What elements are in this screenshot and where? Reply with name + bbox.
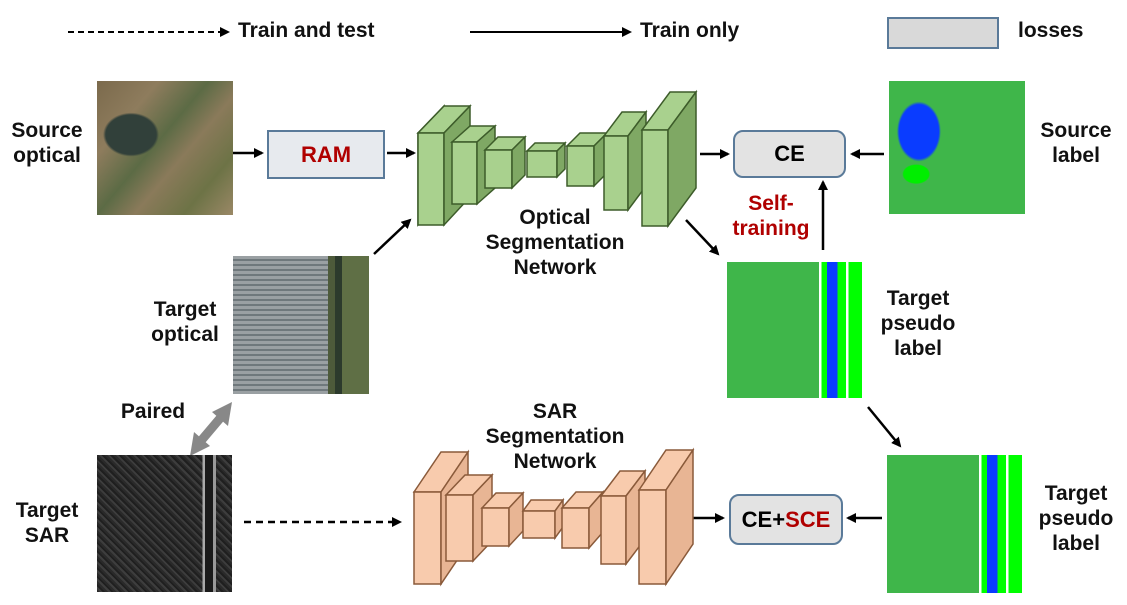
legend-box-label: losses xyxy=(1018,19,1084,42)
target-pseudo-label-image-2 xyxy=(887,455,1022,593)
arrow-target-optical-to-net xyxy=(373,218,412,255)
arrow-net-to-pseudo xyxy=(685,219,720,256)
arrow-pseudo-to-pseudo xyxy=(867,406,902,448)
ram-box: RAM xyxy=(267,130,385,179)
ram-label: RAM xyxy=(300,141,352,167)
legend-loss-box xyxy=(887,17,999,49)
sce-label: SCE xyxy=(785,506,831,532)
legend-solid-label: Train only xyxy=(640,19,740,42)
paired-label: Paired xyxy=(120,400,186,423)
ce-loss-box: CE xyxy=(733,130,846,178)
target-optical-image xyxy=(233,256,369,394)
target-sar-image xyxy=(97,455,232,592)
source-label-image xyxy=(889,81,1025,214)
ce-sce-loss-box: CE+SCE xyxy=(729,494,843,545)
self-training-label: Self-training xyxy=(732,192,810,240)
legend-dashed-label: Train and test xyxy=(238,19,375,42)
target-pseudo-label-image-1 xyxy=(727,262,862,398)
paired-double-arrow xyxy=(190,402,232,456)
ce-label: CE xyxy=(774,141,805,166)
ce-sce-prefix: CE+ xyxy=(741,506,786,532)
source-optical-image xyxy=(97,81,233,215)
